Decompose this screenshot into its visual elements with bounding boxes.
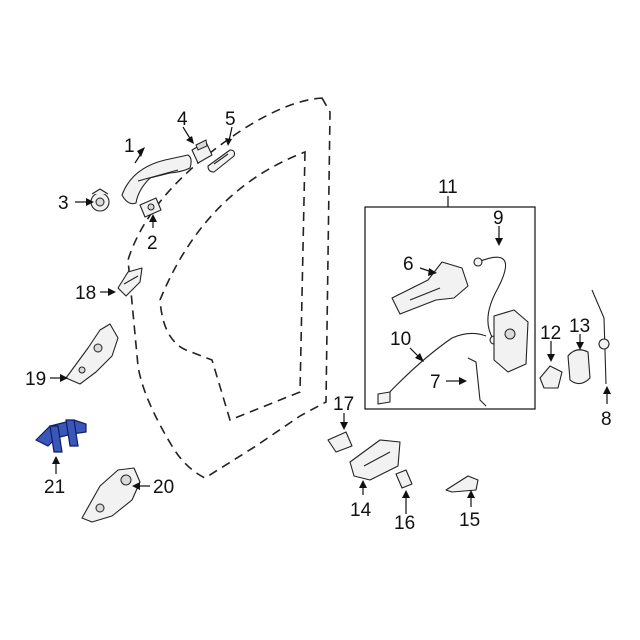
callout-9: 9 (493, 208, 504, 229)
cover-part-13 (567, 349, 591, 385)
callout-2: 2 (147, 233, 158, 254)
bracket-part-18 (117, 267, 143, 297)
lower-hinge-part (81, 467, 141, 523)
callout-labels: 1 2 3 4 5 6 7 8 9 10 11 12 13 14 15 16 1… (25, 109, 612, 534)
lock-cylinder-part (90, 188, 110, 212)
cable-part-10 (377, 332, 487, 405)
callout-3: 3 (58, 193, 69, 214)
latch-assembly-box (364, 206, 536, 410)
door-outline (127, 97, 331, 479)
rod-part-8 (591, 289, 610, 385)
handle-bezel-part (139, 197, 162, 218)
upper-hinge-part (65, 323, 119, 385)
handle-cap-part (191, 139, 213, 164)
leader-arrowheads (52, 136, 611, 498)
door-latch-part (493, 309, 529, 373)
callout-11: 11 (438, 177, 458, 198)
callout-10: 10 (390, 329, 411, 350)
callout-4: 4 (177, 109, 188, 130)
callout-14: 14 (350, 500, 372, 521)
callout-1: 1 (124, 136, 135, 157)
bracket-part-15 (445, 475, 479, 493)
striker-part-12 (539, 365, 563, 389)
callout-16: 16 (394, 513, 415, 534)
callout-8: 8 (601, 409, 612, 430)
door-check-part (34, 419, 87, 453)
callout-18: 18 (75, 283, 96, 304)
bracket-part-17 (327, 431, 353, 453)
callout-12: 12 (540, 323, 561, 344)
rod-part-7 (467, 357, 487, 407)
callout-6: 6 (403, 254, 414, 275)
callout-7: 7 (430, 372, 441, 393)
clip-part-16 (395, 469, 413, 489)
outside-handle-part (121, 154, 192, 205)
callout-13: 13 (569, 316, 590, 337)
callout-5: 5 (225, 109, 236, 130)
callout-20: 20 (153, 477, 174, 498)
callout-21: 21 (44, 477, 65, 498)
gasket-part (207, 149, 236, 173)
inside-handle-part (349, 439, 401, 481)
callout-19: 19 (25, 369, 46, 390)
callout-15: 15 (459, 510, 480, 531)
callout-17: 17 (333, 394, 354, 415)
